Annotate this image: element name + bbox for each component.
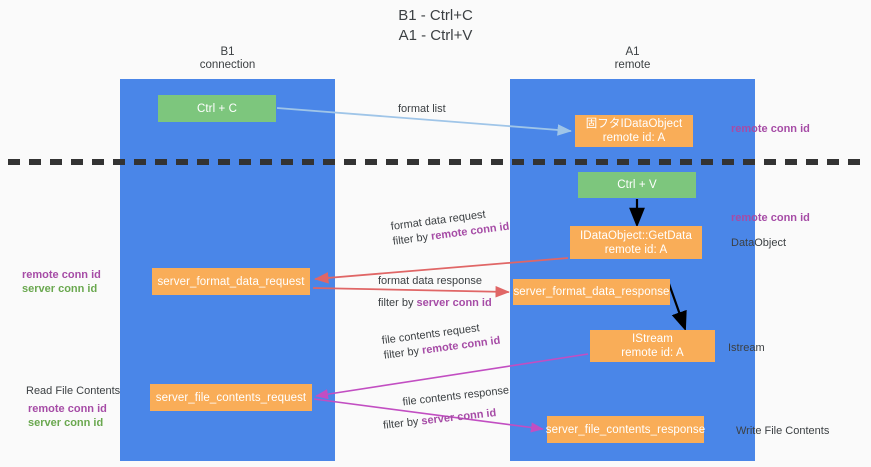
annotation-remote-conn-id-left-top: remote conn id xyxy=(22,269,101,281)
annotation-dataobject: DataObject xyxy=(731,237,787,249)
filter-prefix: filter by xyxy=(392,230,432,248)
edge-file-contents-response xyxy=(313,398,544,433)
filter-key-server-conn-id: server conn id xyxy=(416,297,492,309)
filter-prefix: filter by xyxy=(378,297,417,309)
diagram-title: B1 - Ctrl+C A1 - Ctrl+V xyxy=(398,7,473,44)
annotation-server-conn-id-left-top: server conn id xyxy=(22,283,98,295)
edge-file-contents-request xyxy=(315,353,589,400)
node-idataobject[interactable]: 固フタIDataObject remote id: A xyxy=(575,115,693,147)
node-server-file-contents-request[interactable]: server_file_contents_request xyxy=(150,384,312,411)
edge-label-format-list: format list xyxy=(398,103,446,115)
node-istream[interactable]: IStream remote id: A xyxy=(590,330,715,362)
edge-response-istream xyxy=(666,280,687,332)
node-ctrl-c[interactable]: Ctrl + C xyxy=(158,95,276,122)
edge-label-format-data-response: format data response xyxy=(378,275,482,287)
node-ctrl-v[interactable]: Ctrl + V xyxy=(578,172,696,198)
annotation-conn-id-group-top: remote conn id server conn id xyxy=(22,268,101,296)
annotation-istream: Istream xyxy=(728,342,765,354)
filter-prefix: filter by xyxy=(383,344,423,362)
node-server-file-contents-response[interactable]: server_file_contents_response xyxy=(546,416,705,443)
node-idataobject-getdata[interactable]: IDataObject::GetData remote id: A xyxy=(570,226,702,259)
annotation-write-file-contents: Write File Contents xyxy=(736,425,830,437)
node-server-format-data-response[interactable]: server_format_data_response xyxy=(513,279,670,305)
node-server-format-data-request[interactable]: server_format_data_request xyxy=(152,268,310,295)
column-header-b1: B1 connection xyxy=(199,46,256,71)
column-header-a1: A1 remote xyxy=(614,46,651,71)
edge-format-list xyxy=(276,107,572,136)
annotation-read-file-contents: Read File Contents xyxy=(26,385,121,397)
annotation-remote-conn-id-top: remote conn id xyxy=(731,123,810,135)
edge-label-format-data-response-filter: filter by server conn id xyxy=(378,296,492,311)
filter-prefix: filter by xyxy=(382,415,423,432)
annotation-remote-conn-id-left-bottom: remote conn id xyxy=(28,403,107,415)
annotation-remote-conn-id-mid: remote conn id xyxy=(731,212,810,224)
annotation-conn-id-group-bottom: remote conn id server conn id xyxy=(28,402,107,430)
edge-label-format-data-response-group: format data response filter by server co… xyxy=(378,274,492,311)
annotation-server-conn-id-left-bottom: server conn id xyxy=(28,417,104,429)
edge-format-data-request xyxy=(314,257,569,284)
edge-format-data-response xyxy=(312,285,510,298)
